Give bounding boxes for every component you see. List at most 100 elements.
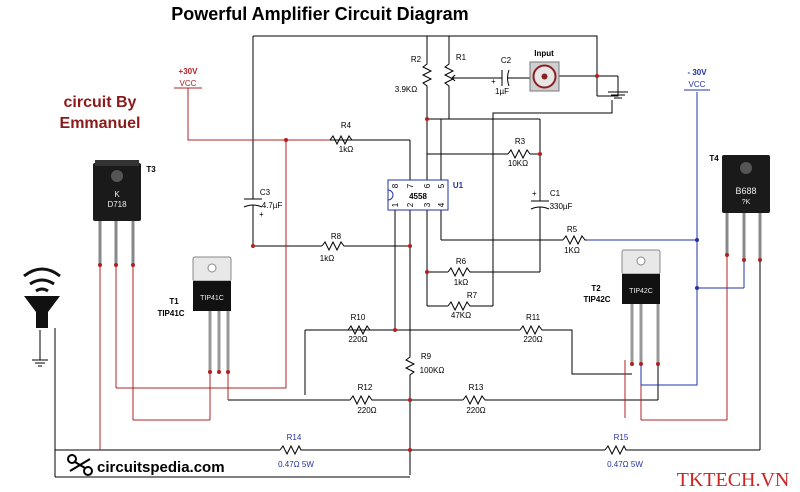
resistor-r4: [329, 134, 355, 146]
r15-ref: R15: [614, 433, 629, 442]
r6-value: 1kΩ: [454, 278, 468, 287]
junction-dots-red: [98, 74, 762, 452]
resistor-r9: [404, 354, 416, 378]
input-jack: Input: [529, 49, 560, 92]
r11-value: 220Ω: [523, 335, 542, 344]
r2-ref: R2: [411, 55, 422, 64]
c3-value: 4.7µF: [262, 201, 283, 210]
transistor-t4: B688 ?K T4: [709, 154, 770, 260]
r4-value: 1kΩ: [339, 145, 353, 154]
c3-ref: C3: [260, 188, 271, 197]
supply-negative-voltage: - 30V: [687, 68, 707, 77]
c3-plus: +: [259, 210, 264, 219]
r13-value: 220Ω: [466, 406, 485, 415]
resistor-r2: [421, 60, 433, 92]
junction-dots-blue: [695, 238, 699, 290]
r15-value: 0.47Ω 5W: [607, 460, 643, 469]
ic-pin-4: 4: [437, 202, 446, 207]
blue-wires: [587, 92, 745, 386]
c1-plus: +: [532, 189, 537, 198]
r8-ref: R8: [331, 232, 342, 241]
capacitor-c1: [530, 195, 550, 215]
red-wires: [99, 88, 728, 450]
resistor-r14: [279, 444, 302, 456]
r14-ref: R14: [287, 433, 302, 442]
supply-positive: +30V VCC: [174, 67, 202, 89]
t4-ref: T4: [709, 154, 719, 163]
supply-negative: - 30V VCC: [684, 68, 710, 91]
potentiometer-r1: [443, 58, 457, 94]
r10-ref: R10: [351, 313, 366, 322]
credit-line-2: Emmanuel: [60, 115, 141, 132]
t1-marking: TIP41C: [200, 295, 224, 302]
ic-u1: 4558 U1 8 7 6 5 1 2 3 4: [387, 179, 464, 211]
resistor-r15: [604, 444, 628, 456]
c2-plus: +: [491, 77, 496, 86]
transistor-t3: K D718 T3: [93, 160, 156, 265]
resistor-r13: [462, 394, 487, 406]
t2-ref: T2: [591, 284, 601, 293]
resistor-r8: [321, 240, 346, 252]
ic-pin-5: 5: [437, 183, 446, 188]
r14-value: 0.47Ω 5W: [278, 460, 314, 469]
speaker-icon: [23, 267, 61, 328]
ic-ref: U1: [453, 181, 464, 190]
ic-pin-8: 8: [391, 183, 400, 188]
page-title: Powerful Amplifier Circuit Diagram: [171, 4, 468, 24]
c2-ref: C2: [501, 56, 512, 65]
t2-part: TIP42C: [583, 295, 610, 304]
r3-value: 10KΩ: [508, 159, 528, 168]
r7-value: 47KΩ: [451, 311, 471, 320]
r9-ref: R9: [421, 352, 432, 361]
r3-ref: R3: [515, 137, 526, 146]
t4-marking-2: ?K: [742, 199, 751, 206]
supply-negative-label: VCC: [689, 80, 706, 89]
r13-ref: R13: [469, 383, 484, 392]
ic-pin-6: 6: [423, 183, 432, 188]
r5-value: 1KΩ: [564, 246, 580, 255]
transistor-t2: TIP42C T2 TIP42C: [583, 249, 661, 364]
ic-name: 4558: [409, 192, 427, 201]
ic-pin-7: 7: [406, 183, 415, 188]
ic-pin-3: 3: [423, 202, 432, 207]
t3-marking-1: K: [114, 190, 120, 199]
capacitor-c2: [498, 69, 512, 87]
r1-ref: R1: [456, 53, 467, 62]
t4-marking-1: B688: [735, 186, 756, 196]
resistor-r6: [447, 266, 472, 278]
site-logo: [67, 454, 93, 476]
resistor-r5: [562, 234, 587, 246]
t3-ref: T3: [146, 165, 156, 174]
ic-pin-1: 1: [391, 202, 400, 207]
c2-value: 1µF: [495, 87, 509, 96]
resistor-r3: [507, 148, 532, 160]
t3-marking-2: D718: [107, 200, 127, 209]
resistor-r7: [447, 300, 472, 312]
r2-value: 3.9KΩ: [395, 85, 417, 94]
transistor-t1: TIP41C T1 TIP41C: [157, 256, 232, 372]
r9-value: 100KΩ: [420, 366, 445, 375]
r6-ref: R6: [456, 257, 467, 266]
r7-ref: R7: [467, 291, 478, 300]
capacitor-c3: [243, 188, 263, 218]
speaker-ground-icon: [32, 359, 48, 367]
supply-positive-voltage: +30V: [179, 67, 199, 76]
r8-value: 1kΩ: [320, 254, 334, 263]
t1-ref: T1: [169, 297, 179, 306]
site-name: circuitspedia.com: [97, 459, 225, 476]
resistor-r11: [519, 324, 547, 336]
credit-line-1: circuit By: [64, 94, 137, 111]
t1-part: TIP41C: [157, 309, 184, 318]
watermark: TKTECH.VN: [677, 469, 790, 491]
t2-marking: TIP42C: [629, 288, 653, 295]
r10-value: 220Ω: [348, 335, 367, 344]
input-label: Input: [534, 49, 554, 58]
ic-pin-2: 2: [406, 202, 415, 207]
c1-value: 330µF: [550, 202, 573, 211]
resistor-r12: [349, 394, 374, 406]
c1-ref: C1: [550, 189, 561, 198]
resistor-r10: [347, 324, 372, 336]
r12-ref: R12: [358, 383, 373, 392]
